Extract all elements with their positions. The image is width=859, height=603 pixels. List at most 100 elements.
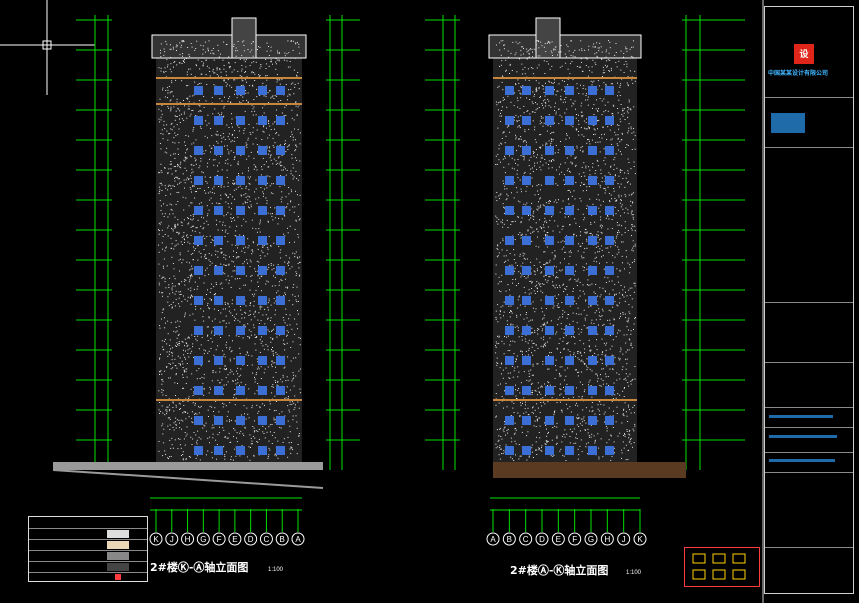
elevation-scale-left: 1:100 bbox=[268, 567, 284, 573]
window bbox=[605, 116, 614, 125]
window bbox=[214, 446, 223, 455]
title-block-field-bar-3 bbox=[769, 459, 835, 462]
stamp-glyphs bbox=[692, 553, 746, 580]
window bbox=[258, 206, 267, 215]
window bbox=[565, 206, 574, 215]
axis-label: H bbox=[604, 535, 610, 544]
window bbox=[258, 266, 267, 275]
window bbox=[588, 446, 597, 455]
window bbox=[522, 416, 531, 425]
window bbox=[588, 86, 597, 95]
window bbox=[505, 266, 514, 275]
window bbox=[276, 86, 285, 95]
window bbox=[258, 236, 267, 245]
window bbox=[505, 206, 514, 215]
window bbox=[214, 296, 223, 305]
window bbox=[276, 116, 285, 125]
window bbox=[258, 116, 267, 125]
window bbox=[565, 326, 574, 335]
window bbox=[194, 206, 203, 215]
stair-tower-right bbox=[535, 17, 561, 59]
axis-bubble bbox=[551, 532, 565, 546]
window bbox=[605, 146, 614, 155]
window bbox=[214, 116, 223, 125]
window bbox=[214, 356, 223, 365]
window bbox=[605, 176, 614, 185]
ground-slab-right bbox=[493, 462, 686, 478]
window bbox=[545, 296, 554, 305]
window bbox=[505, 146, 514, 155]
window bbox=[258, 386, 267, 395]
axis-bubble bbox=[535, 532, 549, 546]
window-grid-right bbox=[505, 86, 614, 455]
axis-label: A bbox=[295, 535, 301, 544]
window bbox=[214, 206, 223, 215]
axis-label: E bbox=[232, 535, 237, 544]
window bbox=[522, 146, 531, 155]
window bbox=[258, 356, 267, 365]
window bbox=[565, 356, 574, 365]
axis-bubble bbox=[486, 532, 500, 546]
window bbox=[236, 416, 245, 425]
axis-label: F bbox=[572, 535, 577, 544]
title-block-field-bar-2 bbox=[769, 435, 837, 438]
window bbox=[565, 86, 574, 95]
window bbox=[605, 236, 614, 245]
window bbox=[236, 446, 245, 455]
legend-swatch-dark bbox=[107, 563, 129, 571]
floor-ticks-left bbox=[76, 19, 360, 441]
window bbox=[605, 446, 614, 455]
elevation-title-left: 2#楼Ⓚ-Ⓐ轴立面图 bbox=[150, 561, 249, 574]
window bbox=[236, 266, 245, 275]
window bbox=[194, 446, 203, 455]
window bbox=[565, 146, 574, 155]
axis-bubble bbox=[275, 532, 289, 546]
window bbox=[565, 296, 574, 305]
axis-label: D bbox=[248, 535, 254, 544]
window bbox=[565, 446, 574, 455]
window bbox=[545, 386, 554, 395]
window bbox=[545, 146, 554, 155]
window bbox=[522, 296, 531, 305]
window bbox=[545, 116, 554, 125]
window bbox=[505, 296, 514, 305]
window bbox=[522, 116, 531, 125]
window bbox=[258, 446, 267, 455]
axis-bubble bbox=[228, 532, 242, 546]
window bbox=[565, 416, 574, 425]
legend-swatch-dots bbox=[107, 530, 129, 538]
window bbox=[588, 116, 597, 125]
window bbox=[276, 386, 285, 395]
window bbox=[194, 386, 203, 395]
axis-bubble bbox=[259, 532, 273, 546]
axis-bubble bbox=[502, 532, 516, 546]
company-logo: 设 bbox=[794, 44, 814, 64]
window bbox=[505, 116, 514, 125]
window bbox=[565, 176, 574, 185]
window bbox=[522, 326, 531, 335]
axis-bubble bbox=[291, 532, 305, 546]
company-name: 中国某某设计有限公司 bbox=[768, 71, 829, 77]
window bbox=[505, 386, 514, 395]
axis-label: G bbox=[200, 535, 206, 544]
floor-ticks-right bbox=[425, 19, 745, 441]
window bbox=[194, 356, 203, 365]
window bbox=[258, 146, 267, 155]
window bbox=[236, 386, 245, 395]
window bbox=[545, 446, 554, 455]
window bbox=[505, 326, 514, 335]
window bbox=[505, 236, 514, 245]
window bbox=[588, 146, 597, 155]
window bbox=[276, 236, 285, 245]
window bbox=[236, 116, 245, 125]
legend-swatch-gray bbox=[107, 552, 129, 560]
window bbox=[588, 206, 597, 215]
window bbox=[194, 296, 203, 305]
axis-bubble bbox=[165, 532, 179, 546]
axis-label: B bbox=[507, 535, 512, 544]
